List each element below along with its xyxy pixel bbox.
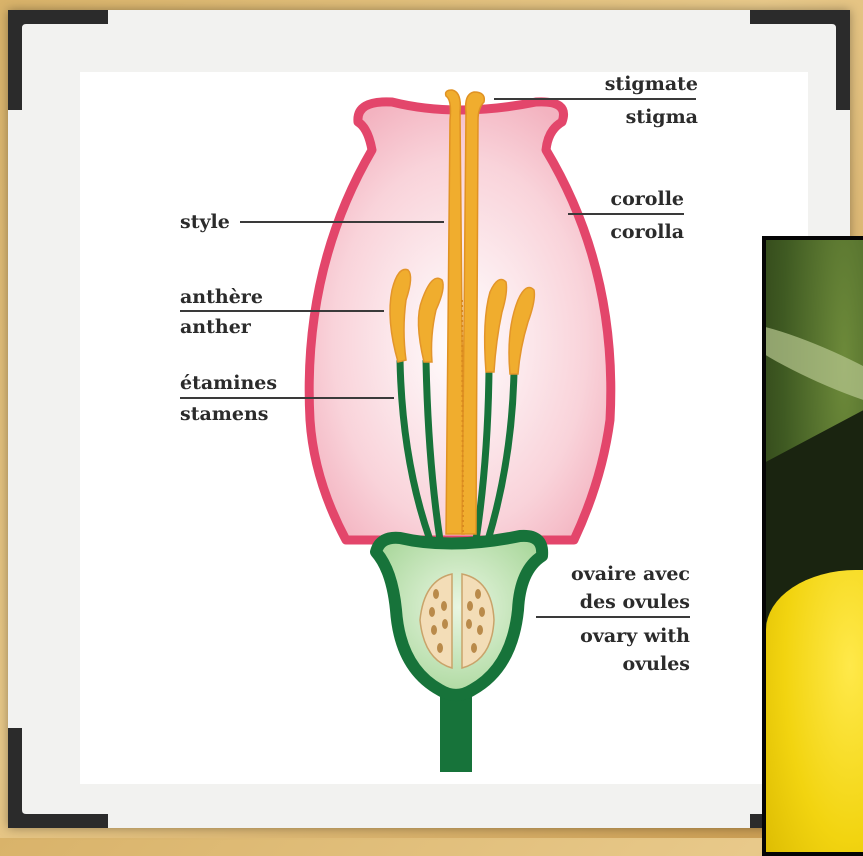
label-stigmate: stigmate	[605, 73, 698, 95]
ovary-receptacle	[376, 536, 542, 695]
label-corolle: corolle	[611, 188, 684, 210]
flower-photo-thumbnail	[762, 236, 863, 856]
label-ovaire-line1: ovaire avec	[571, 563, 690, 585]
label-etamines: étamines	[180, 372, 277, 394]
label-ovary-line2: ovules	[622, 653, 690, 675]
label-stamens: stamens	[180, 403, 269, 425]
label-stigma: stigma	[626, 106, 698, 128]
label-ovaire-line2: des ovules	[580, 591, 690, 613]
label-anther: anther	[180, 316, 252, 338]
label-ovary-line1: ovary with	[580, 625, 690, 647]
flower-diagram: stigmate stigma corolle corolla style an…	[0, 0, 863, 838]
photo-yellow-petal	[766, 570, 863, 856]
flower-stem	[440, 690, 472, 772]
label-anthere: anthère	[180, 286, 263, 308]
label-corolla: corolla	[610, 221, 684, 243]
label-style: style	[180, 211, 230, 233]
